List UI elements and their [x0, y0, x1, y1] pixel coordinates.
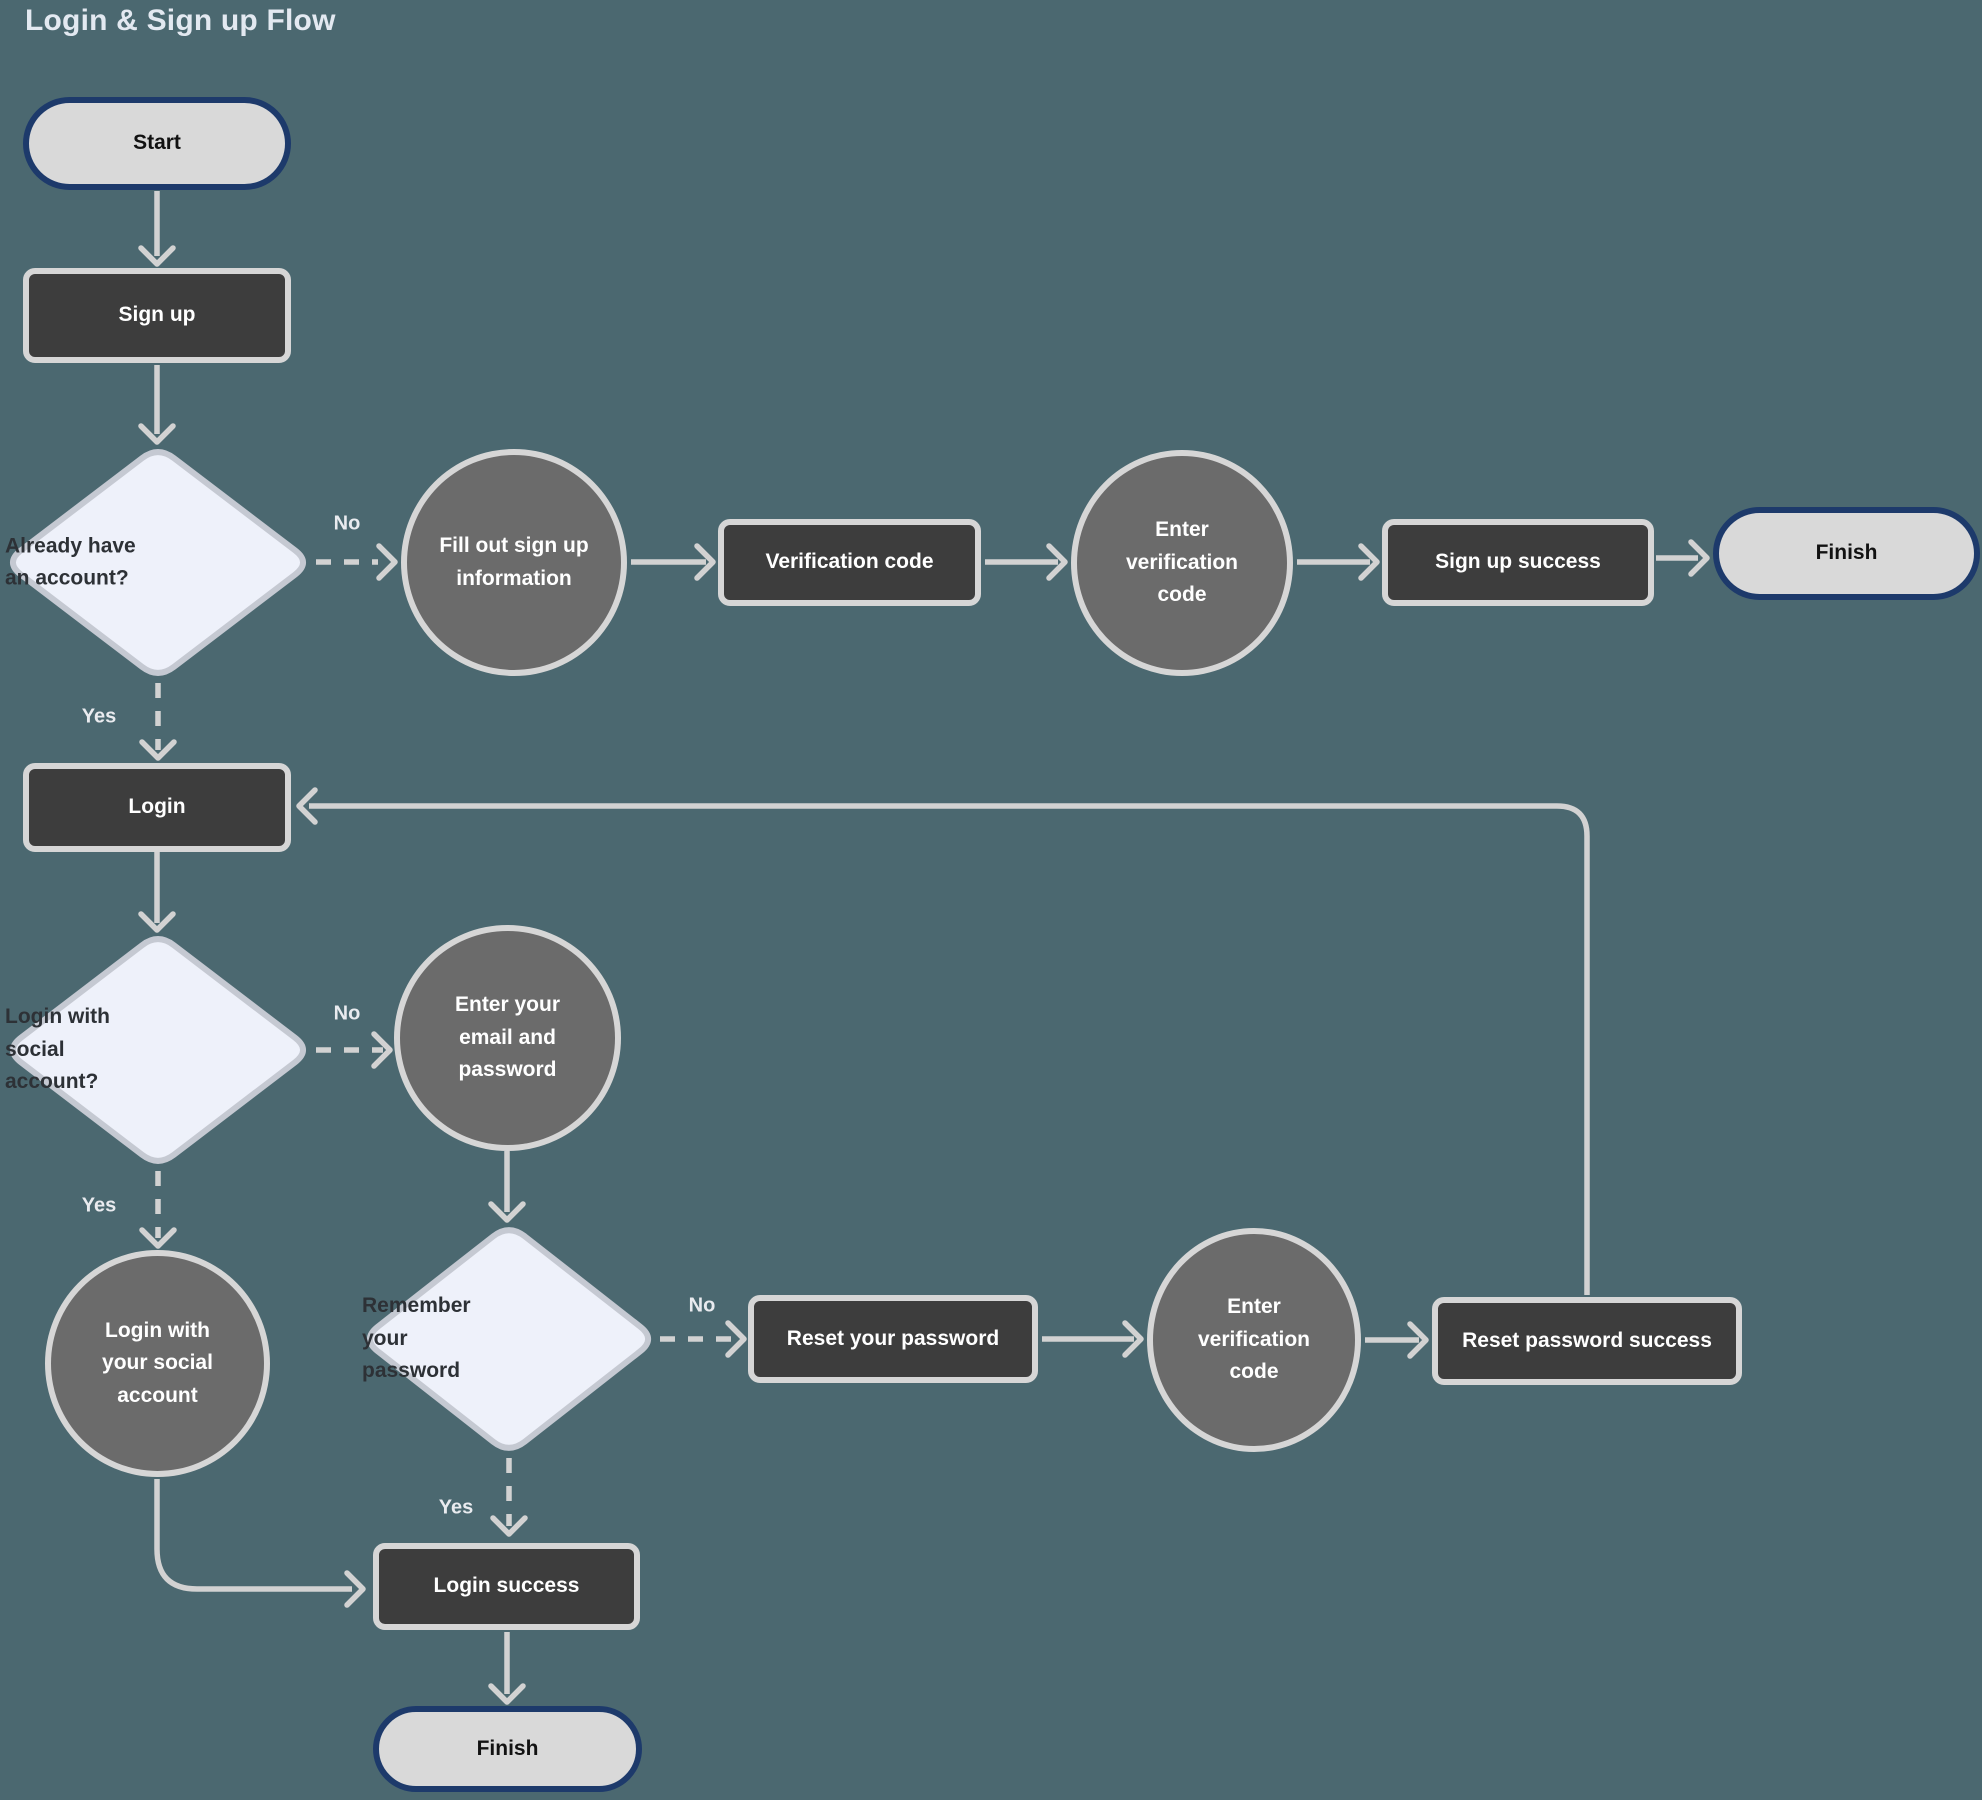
node-login-with-social-account[interactable]: Login with social account? [5, 933, 311, 1167]
node-start[interactable]: Start [23, 97, 291, 190]
node-reset-your-password-label: Reset your password [786, 1326, 1000, 1350]
node-login[interactable]: Login [23, 763, 291, 852]
diamond-shape [9, 449, 307, 676]
edge-label-yes: Yes [81, 705, 117, 728]
arrowhead [694, 543, 716, 581]
diamond-path [9, 449, 307, 676]
node-login-with-your-social-account[interactable]: Login with your social account [45, 1250, 270, 1477]
node-remember-your-password[interactable]: Remember your password [362, 1224, 656, 1454]
edge-label-no: No [333, 512, 361, 535]
node-finish-signup-label: Finish [1815, 541, 1878, 565]
node-finish-login-label: Finish [476, 1736, 539, 1760]
arrowhead [296, 787, 318, 825]
arrowhead [488, 1683, 526, 1705]
edge-label-yes: Yes [81, 1194, 117, 1217]
node-sign-up-label: Sign up [118, 303, 196, 327]
arrowhead [1046, 543, 1068, 581]
node-login-success-label: Login success [433, 1574, 580, 1598]
node-enter-verification-code-signup[interactable]: Enter verification code [1071, 450, 1293, 676]
arrowhead [488, 1201, 526, 1223]
page-title: Login & Sign up Flow [25, 4, 336, 37]
arrowhead [371, 1031, 393, 1069]
arrowhead [1122, 1320, 1144, 1358]
solid-edges [154, 191, 1698, 1694]
node-fill-out-label: Fill out sign up information [439, 533, 589, 590]
node-enter-email-password-label: Enter your email and password [454, 993, 561, 1082]
diamond-shape [9, 936, 307, 1164]
node-sign-up-success-label: Sign up success [1435, 550, 1601, 574]
diamond-shape [366, 1227, 652, 1451]
node-finish-login[interactable]: Finish [373, 1706, 642, 1792]
arrowhead [139, 1227, 177, 1249]
arrowhead [138, 423, 176, 445]
node-enter-email-password[interactable]: Enter your email and password [394, 925, 621, 1151]
diamond-path [9, 936, 307, 1164]
arrowhead [376, 543, 398, 581]
edge-resetsuccess-login-feedback [309, 803, 1590, 1295]
node-login-with-your-social-account-label: Login with your social account [102, 1318, 213, 1407]
node-enter-verification-code-reset-label: Enter verification code [1197, 1295, 1311, 1384]
node-verification-code-label: Verification code [765, 550, 934, 574]
node-login-label: Login [128, 795, 186, 819]
edge-label-yes: Yes [438, 1496, 474, 1519]
node-finish-signup[interactable]: Finish [1713, 507, 1980, 600]
arrowhead [725, 1320, 747, 1358]
node-login-success[interactable]: Login success [373, 1543, 640, 1630]
arrowhead [490, 1515, 528, 1537]
edge-label-no: No [688, 1294, 716, 1317]
node-sign-up-success[interactable]: Sign up success [1382, 519, 1654, 606]
arrowhead [139, 739, 177, 761]
dashed-edges [155, 559, 736, 1526]
arrowhead [138, 245, 176, 267]
node-reset-password-success[interactable]: Reset password success [1432, 1297, 1742, 1385]
node-reset-password-success-label: Reset password success [1462, 1328, 1712, 1352]
node-reset-your-password[interactable]: Reset your password [748, 1295, 1038, 1383]
node-enter-verification-code-signup-label: Enter verification code [1125, 518, 1239, 607]
node-enter-verification-code-reset[interactable]: Enter verification code [1147, 1228, 1361, 1452]
arrowheads [138, 245, 1710, 1705]
arrowhead [344, 1570, 366, 1608]
node-sign-up[interactable]: Sign up [23, 268, 291, 363]
node-start-label: Start [133, 131, 181, 155]
node-fill-out-sign-up-information[interactable]: Fill out sign up information [401, 449, 627, 676]
arrowhead [1407, 1321, 1429, 1359]
node-already-have-account[interactable]: Already have an account? [5, 446, 311, 679]
arrowhead [1358, 543, 1380, 581]
diamond-path [366, 1227, 652, 1451]
edge-socialcircle-loginsuccess [154, 1479, 352, 1592]
edge-label-no: No [333, 1002, 361, 1025]
node-verification-code[interactable]: Verification code [718, 519, 981, 606]
arrowhead [138, 911, 176, 933]
arrowhead [1688, 539, 1710, 577]
